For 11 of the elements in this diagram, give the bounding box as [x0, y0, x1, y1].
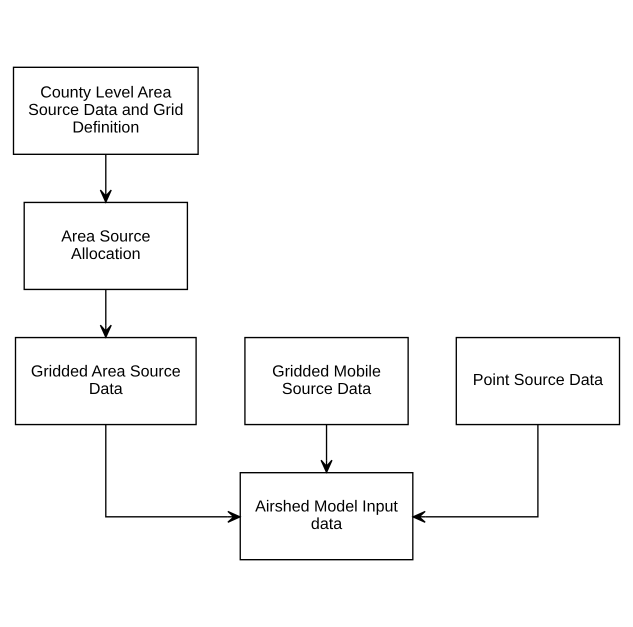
arrow — [320, 424, 333, 473]
node-box: Area Source Allocation — [24, 202, 188, 290]
node-box: Point Source Data — [456, 336, 620, 426]
arrow — [105, 424, 241, 523]
arrow — [100, 154, 112, 203]
node-box: Gridded Mobile Source Data — [244, 336, 409, 426]
node-box: County Level Area Source Data and Grid Definition — [12, 66, 199, 155]
arrow — [412, 424, 539, 523]
arrow — [100, 289, 112, 338]
node-box: Gridded Area Source Data — [14, 336, 197, 426]
node-box: Airshed Model Input data — [240, 472, 414, 560]
